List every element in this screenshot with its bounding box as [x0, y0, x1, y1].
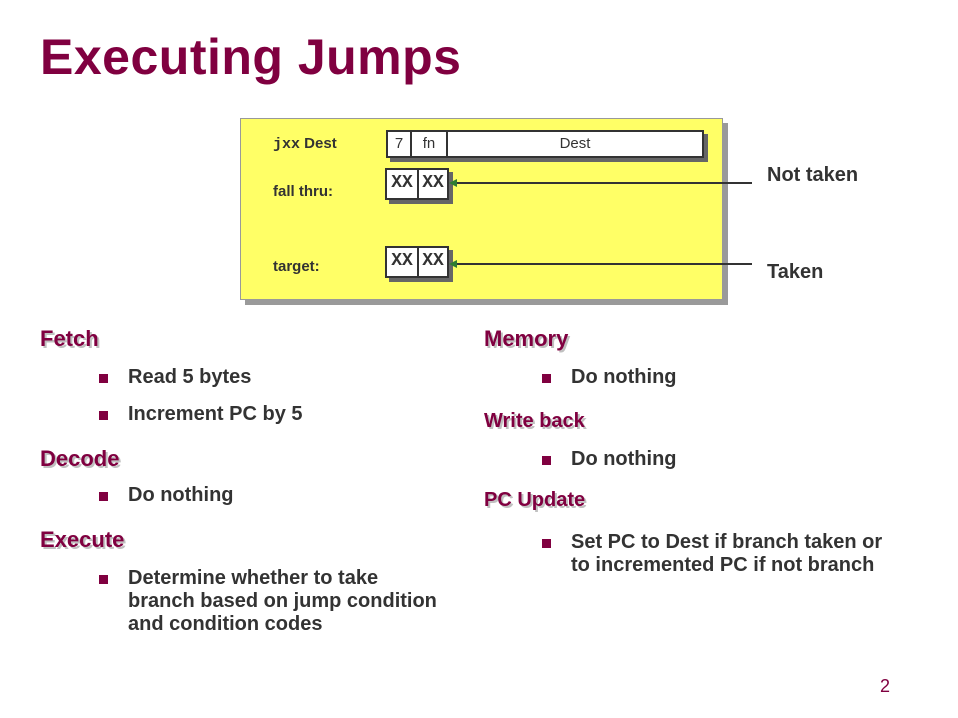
fall-thru-byte-2: XX	[422, 173, 444, 193]
pc-update-heading: PC Update	[484, 489, 586, 511]
target-byte-2: XX	[422, 251, 444, 271]
write-back-heading: Write back	[484, 410, 585, 432]
fetch-item-2: Increment PC by 5	[99, 403, 303, 426]
bullet-icon	[542, 456, 551, 465]
not-taken-label: Not taken	[767, 164, 859, 186]
decode-heading: Decode	[40, 446, 120, 471]
not-taken-arrowhead	[449, 179, 457, 187]
execute-item-1: Determine whether to take branch based o…	[99, 567, 448, 636]
target-label: target:	[273, 258, 320, 275]
bullet-icon	[99, 575, 108, 584]
ifun-cell: fn	[412, 132, 448, 156]
write-back-item-1: Do nothing	[542, 448, 677, 471]
execute-heading: Execute	[40, 527, 125, 552]
fall-thru-bytes: XX XX	[385, 168, 449, 200]
fall-thru-byte-1: XX	[387, 170, 419, 198]
memory-item-1: Do nothing	[542, 366, 677, 389]
fall-thru-label: fall thru:	[273, 183, 333, 200]
bullet-icon	[99, 374, 108, 383]
decode-item-1: Do nothing	[99, 484, 234, 507]
jxx-operand: Dest	[300, 135, 337, 152]
bullet-icon	[99, 411, 108, 420]
memory-item-1-text: Do nothing	[571, 366, 677, 388]
instruction-encoding: 7 fn Dest	[386, 130, 704, 158]
slide-title: Executing Jumps	[40, 29, 462, 85]
pc-update-item-1: Set PC to Dest if branch taken or to inc…	[542, 531, 891, 577]
dest-cell: Dest	[559, 135, 591, 152]
memory-heading: Memory	[484, 326, 569, 351]
target-byte-1: XX	[387, 248, 419, 276]
target-bytes: XX XX	[385, 246, 449, 278]
jxx-label: jxx Dest	[273, 135, 337, 153]
execute-item-1-text: Determine whether to take branch based o…	[128, 567, 437, 635]
fetch-heading: Fetch	[40, 326, 99, 351]
bullet-icon	[542, 374, 551, 383]
taken-arrowhead	[449, 260, 457, 268]
write-back-item-1-text: Do nothing	[571, 448, 677, 470]
fetch-item-2-text: Increment PC by 5	[128, 403, 303, 425]
icode-cell: 7	[388, 132, 412, 156]
fetch-item-1: Read 5 bytes	[99, 366, 251, 389]
jxx-mnemonic: jxx	[273, 136, 301, 153]
page-number: 2	[880, 676, 891, 696]
fetch-item-1-text: Read 5 bytes	[128, 366, 252, 388]
pc-update-item-1-text: Set PC to Dest if branch taken or to inc…	[571, 531, 883, 576]
taken-label: Taken	[767, 261, 824, 283]
bullet-icon	[542, 539, 551, 548]
decode-item-1-text: Do nothing	[128, 484, 234, 506]
bullet-icon	[99, 492, 108, 501]
